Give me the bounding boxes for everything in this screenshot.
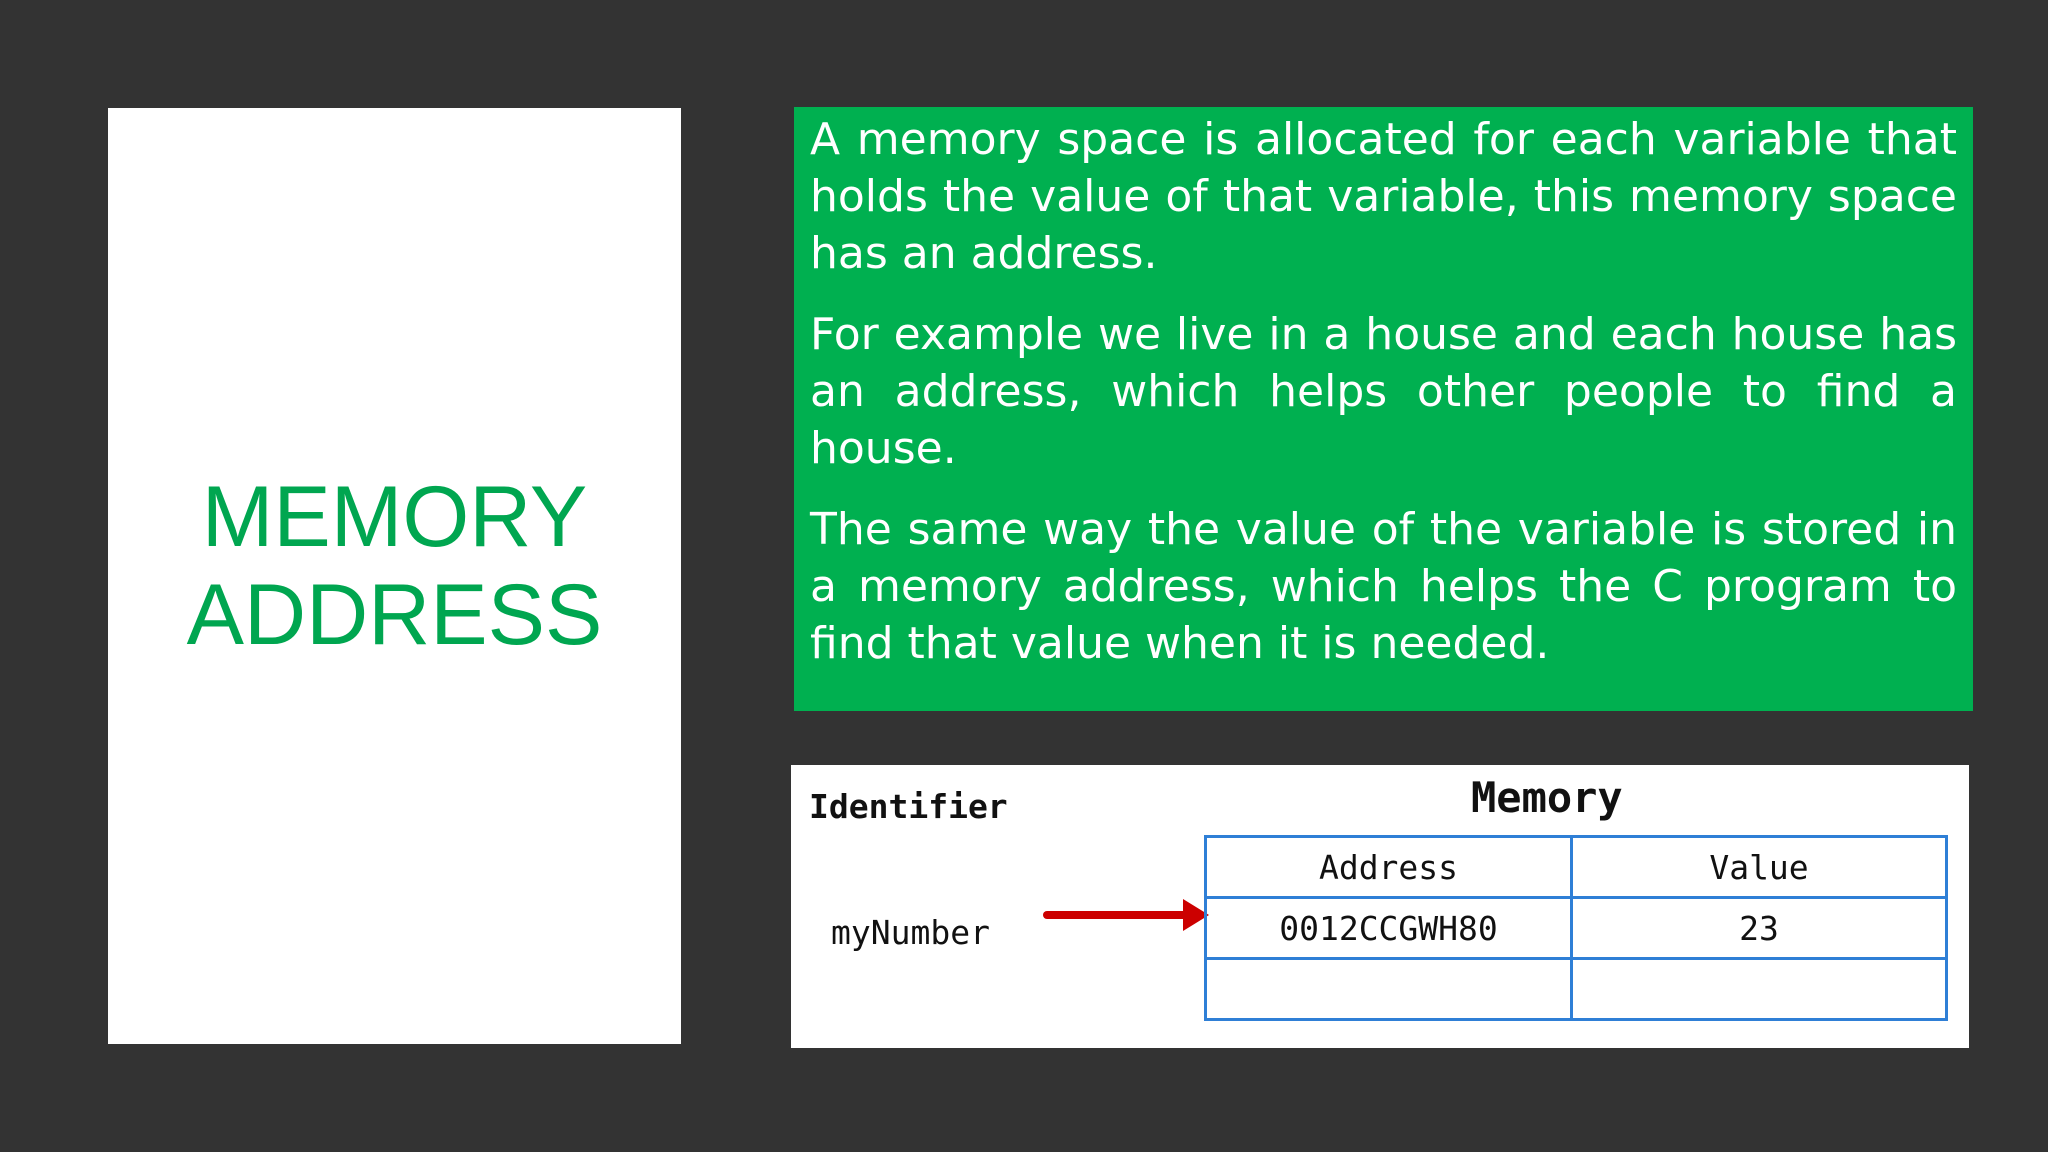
title-line-1: MEMORY — [201, 469, 588, 565]
column-header-value: Value — [1570, 835, 1948, 899]
title-card: MEMORY ADDRESS — [108, 108, 681, 1044]
memory-table: Address Value 0012CCGWH80 23 — [1204, 835, 1948, 1021]
memory-diagram: Identifier Memory myNumber Address Value… — [791, 765, 1969, 1048]
explanation-paragraph: The same way the value of the variable i… — [810, 504, 1957, 669]
slide-title: MEMORY ADDRESS — [187, 468, 603, 664]
table-row: 0012CCGWH80 23 — [1204, 896, 1948, 960]
explanation-paragraph: A memory space is allocated for each var… — [810, 114, 1957, 279]
memory-heading: Memory — [1471, 773, 1623, 822]
address-cell — [1204, 957, 1573, 1021]
variable-name: myNumber — [831, 913, 990, 952]
table-header-row: Address Value — [1204, 835, 1948, 899]
table-row — [1204, 957, 1948, 1021]
identifier-heading: Identifier — [809, 787, 1008, 826]
value-cell — [1570, 957, 1948, 1021]
column-header-address: Address — [1204, 835, 1573, 899]
title-line-2: ADDRESS — [186, 567, 603, 663]
explanation-box: A memory space is allocated for each var… — [794, 107, 1973, 711]
arrow-icon — [1043, 899, 1209, 931]
address-cell: 0012CCGWH80 — [1204, 896, 1573, 960]
value-cell: 23 — [1570, 896, 1948, 960]
explanation-paragraph: For example we live in a house and each … — [810, 309, 1957, 474]
